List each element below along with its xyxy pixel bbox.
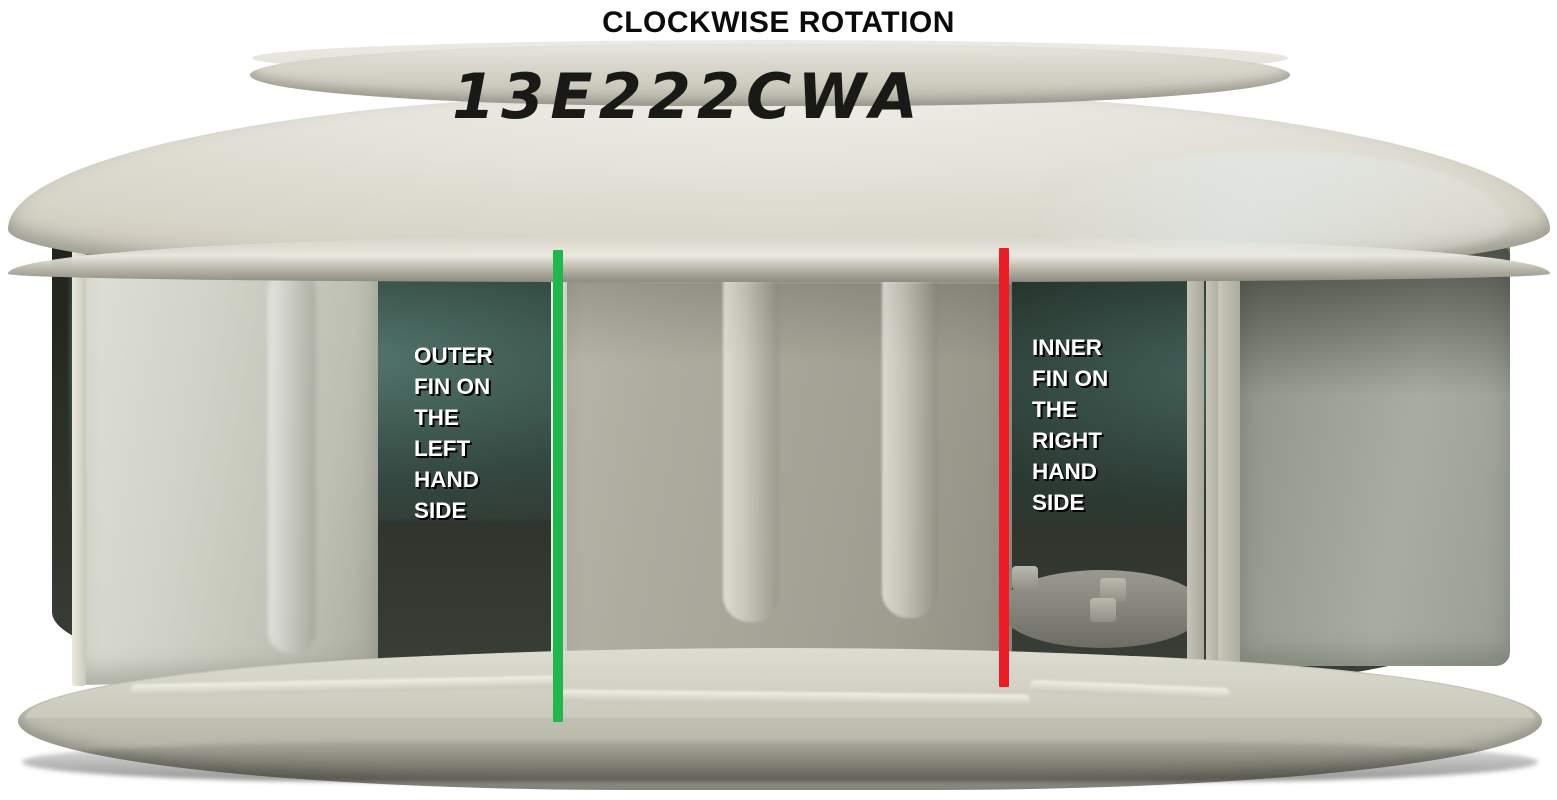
blade-rib-center-a bbox=[723, 262, 779, 622]
callout-outer-fin-left: OUTER FIN ON THE LEFT HAND SIDE bbox=[414, 343, 493, 523]
page-title: CLOCKWISE ROTATION bbox=[602, 6, 955, 39]
structural-web bbox=[1187, 246, 1204, 672]
inlet-collar bbox=[250, 44, 1290, 106]
green-marker-line bbox=[553, 250, 563, 722]
blade-panel-left bbox=[78, 248, 378, 686]
red-marker-line bbox=[999, 248, 1009, 687]
blade-rib-center-b bbox=[882, 276, 938, 618]
hub-bolt bbox=[1090, 598, 1116, 622]
hub-bolt bbox=[1012, 566, 1038, 590]
shroud-rim-lip bbox=[8, 236, 1550, 282]
callout-inner-fin-right: INNER FIN ON THE RIGHT HAND SIDE bbox=[1032, 335, 1109, 515]
base-drop-shadow bbox=[22, 742, 1538, 782]
blade-rib-left bbox=[268, 268, 316, 654]
blade-edge-right bbox=[1218, 244, 1240, 668]
blade-edge-left bbox=[72, 250, 86, 686]
